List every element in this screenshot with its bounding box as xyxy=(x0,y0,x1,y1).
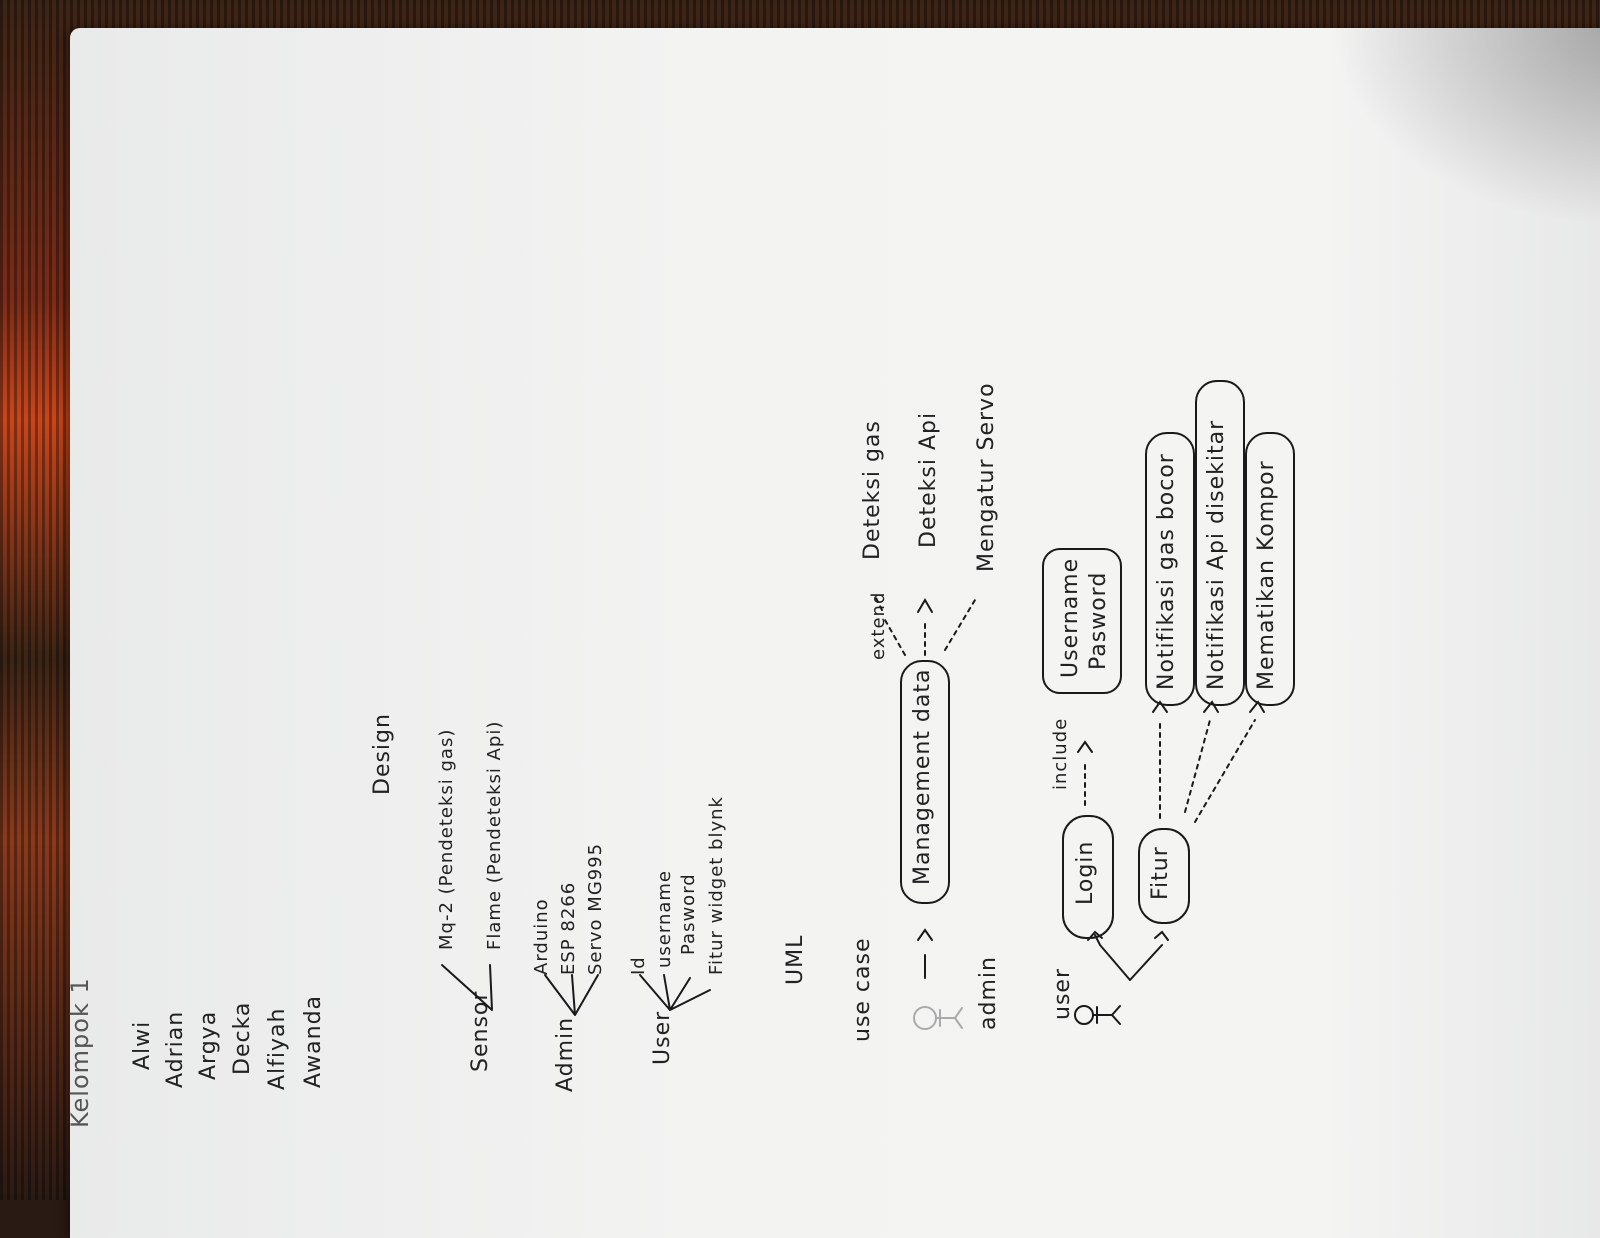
admin-bracket xyxy=(544,974,599,1016)
extend-arrow xyxy=(944,599,976,651)
management-data-usecase xyxy=(900,660,950,904)
fitur-usecase xyxy=(1245,432,1295,706)
admin-actor-icon xyxy=(913,1006,963,1030)
paper-sheet xyxy=(70,28,1600,1238)
user-association-arrow xyxy=(1087,930,1131,981)
user-bracket xyxy=(639,974,711,1011)
arrowhead xyxy=(1077,740,1093,753)
extend-arrow xyxy=(1194,719,1256,823)
fitur-usecase xyxy=(1195,380,1245,706)
arrowhead xyxy=(1152,700,1168,713)
login-usecase xyxy=(1062,815,1114,939)
arrowhead xyxy=(1249,700,1265,713)
sensor-bracket xyxy=(441,964,493,1011)
extend-arrow xyxy=(1184,719,1211,813)
user-association-arrow xyxy=(1129,930,1169,981)
arrowhead xyxy=(917,598,933,613)
extend-arrow xyxy=(875,597,906,656)
fitur-usecase xyxy=(1145,432,1195,706)
diagram-strokes xyxy=(441,597,1265,1030)
credentials-box xyxy=(1042,548,1122,694)
user-actor-icon xyxy=(1074,1005,1121,1025)
admin-association-arrow xyxy=(917,928,933,979)
arrowhead xyxy=(1203,700,1219,713)
fitur-usecase xyxy=(1138,828,1190,924)
